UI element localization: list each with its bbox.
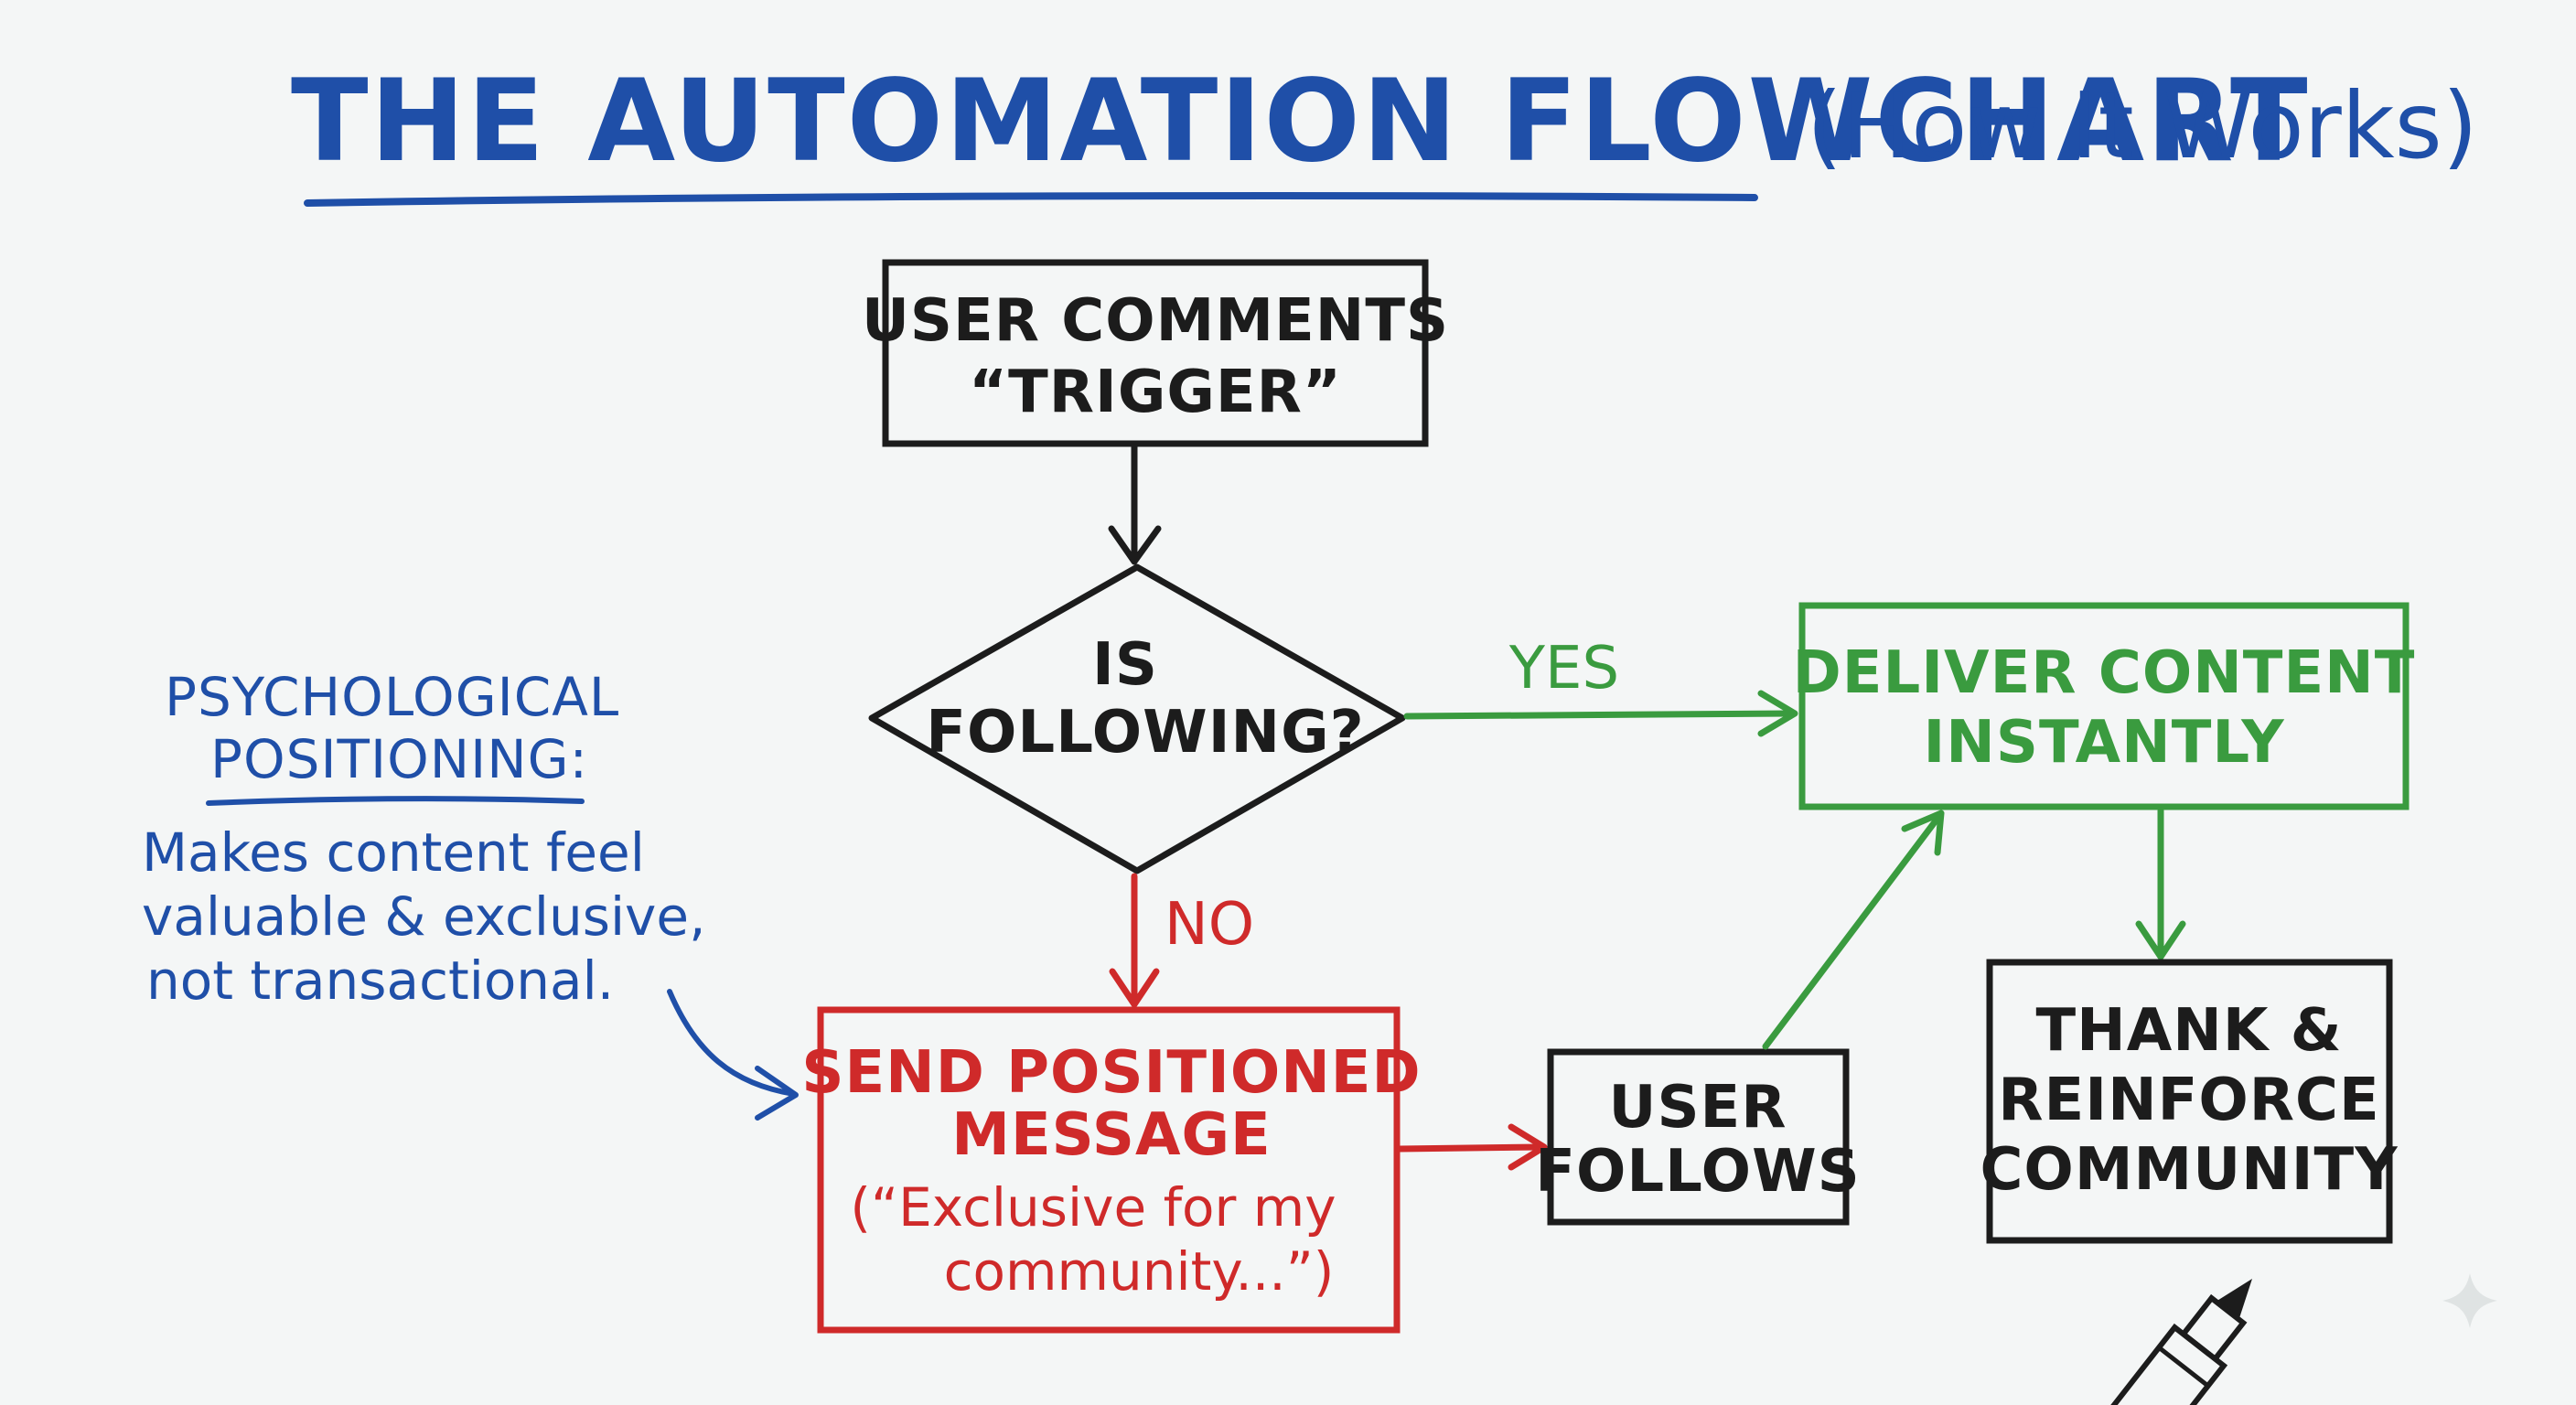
node-thank-box	[1986, 959, 2393, 1244]
sparkle-icon	[2442, 1273, 2497, 1328]
marker-pen-icon	[2103, 1279, 2252, 1405]
node-decision: IS FOLLOWING?	[868, 563, 1406, 874]
node-user-follows-line1: USER	[1608, 1074, 1787, 1142]
node-decision-line1: IS	[1092, 631, 1158, 699]
node-send-line4: community...”)	[944, 1240, 1335, 1303]
node-send: SEND POSITIONED MESSAGE (“Exclusive for …	[801, 1006, 1421, 1334]
edge-label-no: NO	[1165, 891, 1254, 959]
node-trigger: USER COMMENTS “TRIGGER”	[862, 259, 1449, 447]
note-heading-line2: POSITIONING:	[210, 728, 588, 790]
note-heading-line1: PSYCHOLOGICAL	[165, 666, 619, 728]
node-user-follows-line2: FOLLOWS	[1535, 1138, 1861, 1206]
node-trigger-line1: USER COMMENTS	[862, 287, 1449, 355]
node-deliver-box	[1798, 602, 2410, 810]
note-heading-underline	[206, 796, 585, 806]
node-user-follows: USER FOLLOWS	[1535, 1048, 1861, 1226]
node-decision-line2: FOLLOWING?	[926, 699, 1364, 767]
side-note: PSYCHOLOGICAL POSITIONING: Makes content…	[142, 666, 799, 1121]
note-curved-arrow	[667, 989, 797, 1097]
note-body-line2: valuable & exclusive,	[142, 885, 706, 948]
arrow-no: NO	[1109, 873, 1254, 1008]
page-subtitle: (How It Works)	[1807, 72, 2478, 179]
node-thank-line3: COMMUNITY	[1980, 1136, 2398, 1204]
title-group: THE AUTOMATION FLOWCHART (How It Works)	[291, 56, 2478, 207]
page-title: THE AUTOMATION FLOWCHART	[291, 56, 2310, 188]
node-thank: THANK & REINFORCE COMMUNITY	[1980, 959, 2398, 1244]
node-send-line1: SEND POSITIONED	[801, 1039, 1421, 1107]
arrow-trigger-to-decision	[1108, 443, 1162, 565]
note-curved-arrow-head	[755, 1066, 799, 1121]
node-deliver-line2: INSTANTLY	[1923, 709, 2284, 777]
arrow-yes: YES	[1403, 635, 1798, 737]
node-trigger-box	[882, 259, 1429, 447]
node-deliver-line1: DELIVER CONTENT	[1793, 639, 2416, 707]
node-thank-line2: REINFORCE	[1998, 1067, 2379, 1134]
arrow-deliver-to-thank	[2135, 807, 2186, 960]
node-decision-diamond	[868, 563, 1406, 874]
arrow-follows-to-deliver	[1762, 810, 1945, 1050]
note-body-line1: Makes content feel	[142, 821, 645, 884]
node-deliver: DELIVER CONTENT INSTANTLY	[1793, 602, 2416, 810]
node-send-line3: (“Exclusive for my	[850, 1176, 1336, 1239]
arrow-send-to-follows	[1396, 1123, 1548, 1171]
note-body-line3: not transactional.	[146, 949, 614, 1012]
title-underline	[304, 192, 1758, 207]
node-send-line2: MESSAGE	[951, 1101, 1272, 1169]
node-user-follows-box	[1547, 1048, 1850, 1226]
node-send-box	[817, 1006, 1401, 1334]
node-trigger-line2: “TRIGGER”	[969, 359, 1342, 426]
edge-label-yes: YES	[1508, 635, 1619, 702]
node-thank-line1: THANK &	[2036, 997, 2343, 1065]
